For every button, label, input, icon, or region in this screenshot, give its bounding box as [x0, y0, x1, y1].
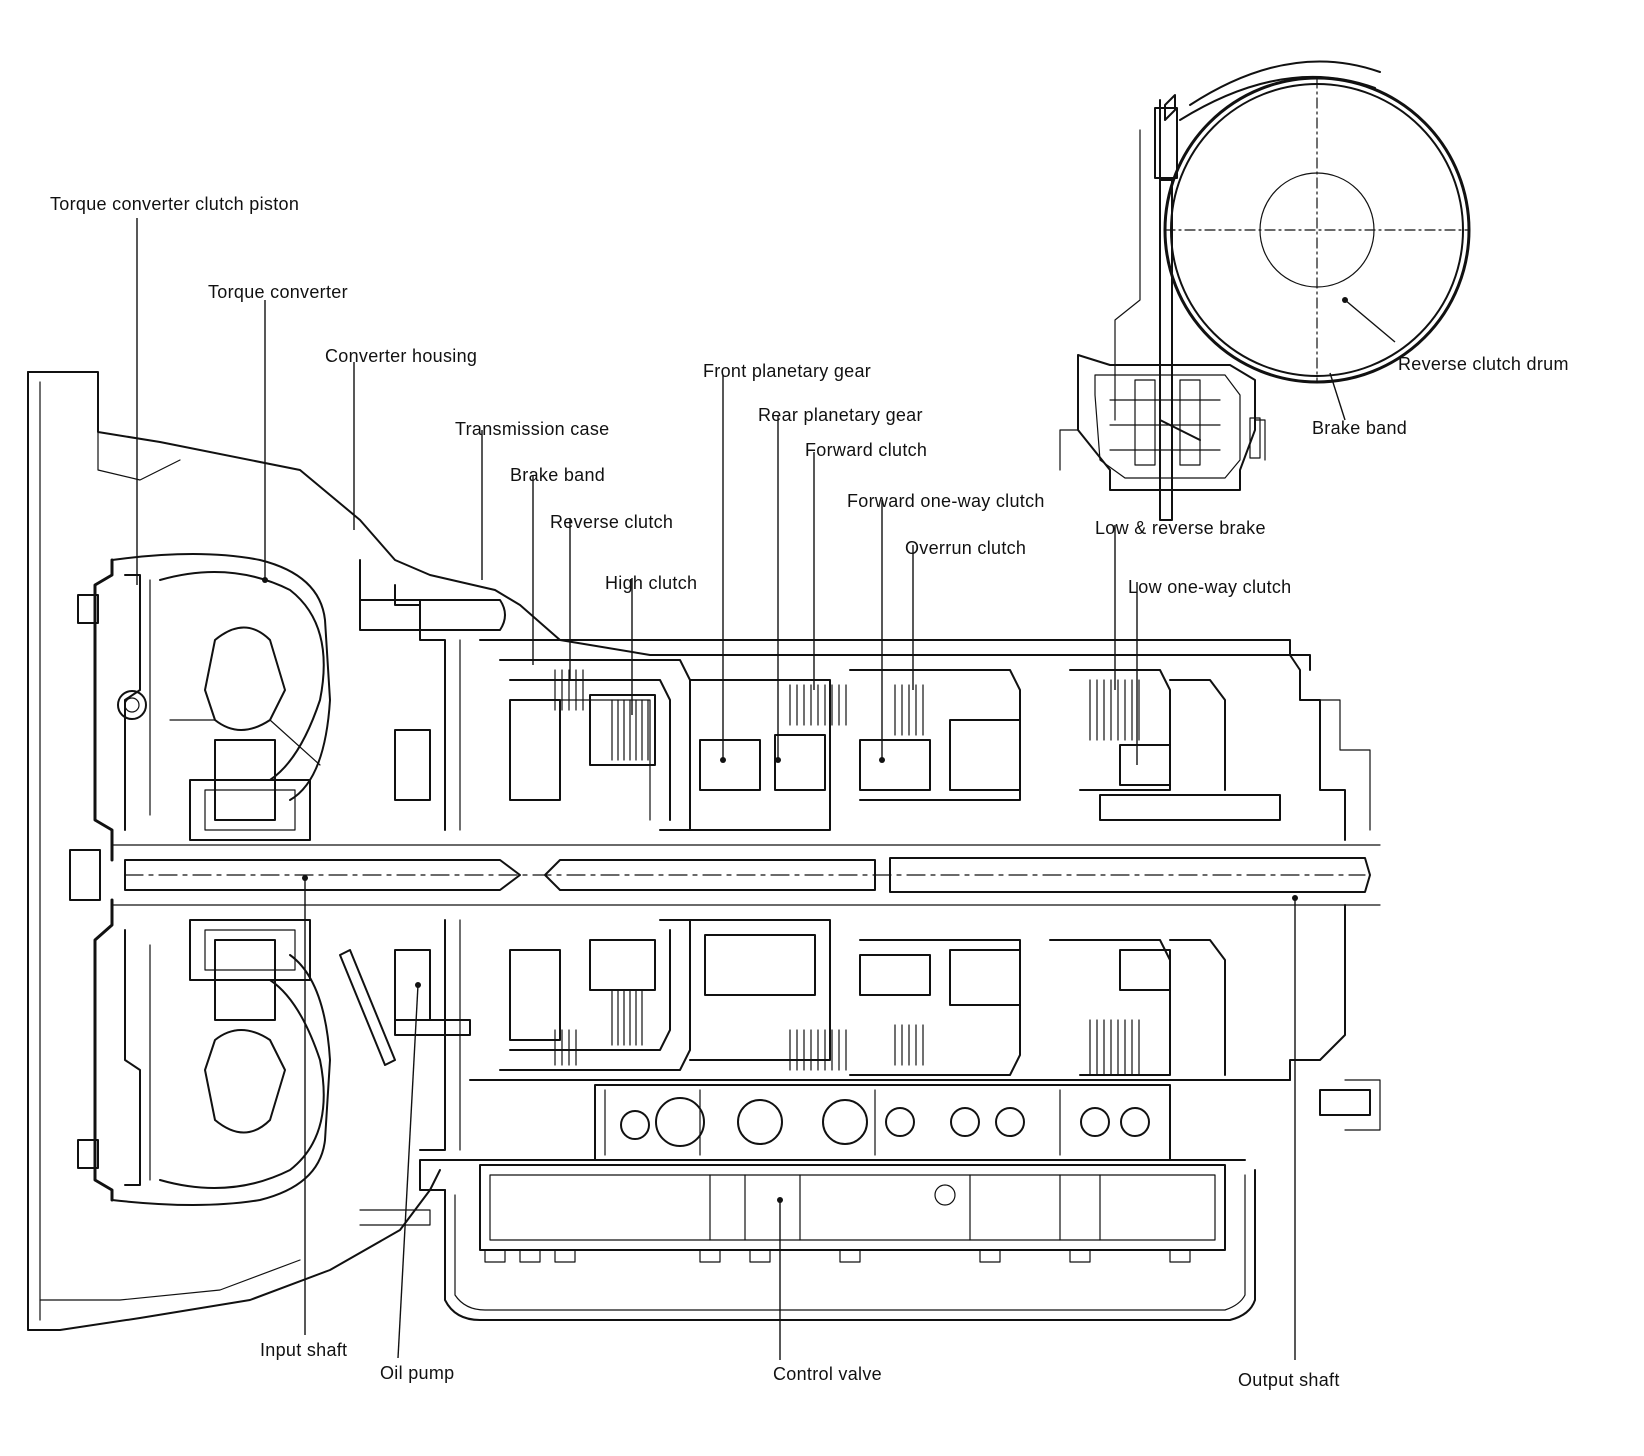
label-torque-converter: Torque converter	[208, 282, 348, 302]
label-inset-brake-band: Brake band	[1312, 418, 1408, 438]
label-forward-one-way-clutch: Forward one-way clutch	[847, 491, 1045, 511]
transmission-case	[469, 639, 1381, 1131]
label-high-clutch: High clutch	[605, 573, 698, 593]
label-converter-housing: Converter housing	[325, 346, 478, 366]
reverse-clutch-drum-inset	[1059, 60, 1471, 521]
leader-dots	[262, 297, 1348, 1203]
label-rear-planetary-gear: Rear planetary gear	[758, 405, 923, 425]
label-brake-band: Brake band	[510, 465, 606, 485]
torque-converter-drawing	[69, 553, 331, 1206]
label-torque-converter-clutch-piston: Torque converter clutch piston	[50, 194, 300, 214]
label-oil-pump: Oil pump	[380, 1363, 455, 1383]
label-reverse-clutch: Reverse clutch	[550, 512, 674, 532]
clutch-packs-upper	[499, 659, 1281, 831]
leader-lines	[136, 218, 1396, 1360]
shafts	[111, 844, 1381, 906]
label-output-shaft: Output shaft	[1238, 1370, 1340, 1390]
label-input-shaft: Input shaft	[260, 1340, 348, 1360]
label-reverse-clutch-drum: Reverse clutch drum	[1398, 354, 1569, 374]
label-control-valve: Control valve	[773, 1364, 882, 1384]
control-valve-drawing	[359, 1084, 1256, 1321]
clutch-packs-lower	[499, 919, 1226, 1076]
label-low-reverse-brake: Low & reverse brake	[1095, 518, 1266, 538]
oil-pump-drawing	[339, 559, 506, 1151]
label-low-one-way-clutch: Low one-way clutch	[1128, 577, 1292, 597]
label-overrun-clutch: Overrun clutch	[905, 538, 1027, 558]
label-forward-clutch: Forward clutch	[805, 440, 928, 460]
converter-housing-shell	[27, 371, 1311, 1331]
label-front-planetary-gear: Front planetary gear	[703, 361, 872, 381]
label-transmission-case: Transmission case	[455, 419, 610, 439]
